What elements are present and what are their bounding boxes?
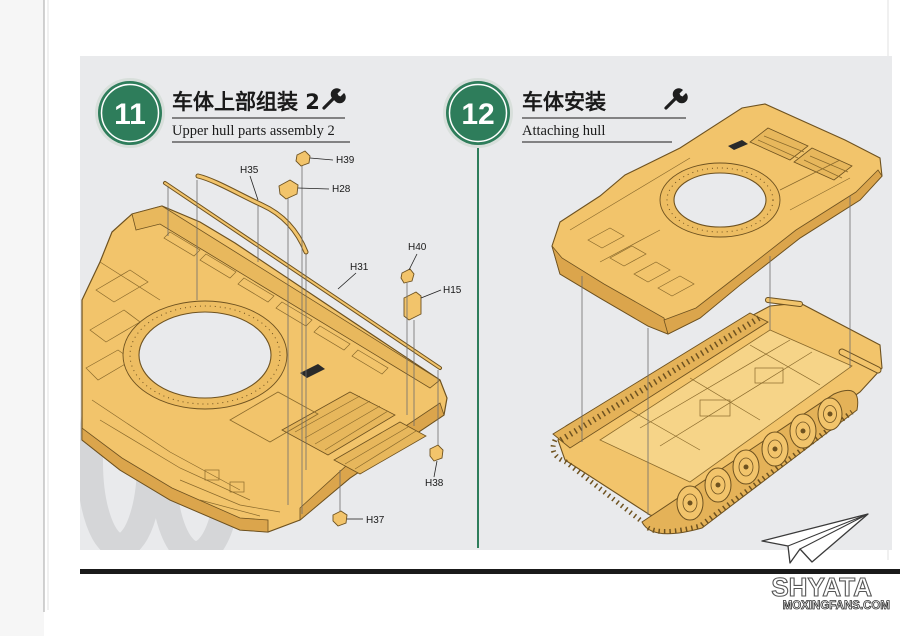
label-h31: H31 <box>350 262 369 273</box>
label-h40: H40 <box>408 242 427 253</box>
leader-h28 <box>297 187 330 190</box>
rear-hull-details <box>179 469 281 517</box>
part-h31-rail <box>163 181 442 370</box>
step-12-header: 12 车体安装 Attaching hull <box>443 78 688 548</box>
step-12-number: 12 <box>461 98 494 131</box>
label-h35: H35 <box>240 165 259 176</box>
part-h39 <box>295 150 311 167</box>
step-12-assembly-guides <box>581 196 851 515</box>
hull-front-glacis-details <box>85 261 251 501</box>
part-h40 <box>400 268 415 284</box>
badge-inner-ring <box>100 83 160 143</box>
site-watermark: SHYATA MOXINGFANS.COM <box>761 513 890 612</box>
step-12-lower-hull-drawing <box>550 297 883 535</box>
road-wheel <box>789 413 817 449</box>
badge-circle <box>98 81 162 145</box>
badge-circle <box>446 81 510 145</box>
badge-inner-ring <box>448 83 508 143</box>
far-track-links <box>559 315 761 443</box>
engine-grille-front <box>281 391 396 456</box>
upper-hull-side-fender <box>663 169 883 335</box>
lower-hull-floor-details <box>629 339 821 451</box>
turret-ring-bolts <box>129 305 281 405</box>
label-h37: H37 <box>366 515 385 526</box>
road-wheels <box>676 397 843 521</box>
step-11-assembly-guides <box>167 166 439 514</box>
part-h15 <box>403 291 422 321</box>
step-11-number-badge: 11 <box>95 78 165 148</box>
wrench-icon <box>664 88 688 110</box>
label-h15: H15 <box>443 285 462 296</box>
leader-h40 <box>408 253 418 271</box>
watermark-brand: SHYATA <box>771 572 872 602</box>
step-12-title: 车体安装 <box>522 90 606 114</box>
part-h35-pipe <box>195 173 309 255</box>
turret-ring-opening <box>673 172 767 228</box>
step-11-number: 11 <box>114 98 146 131</box>
upper-hull-front-details <box>569 157 695 297</box>
step-12-number-badge: 12 <box>443 78 513 148</box>
step-11-upper-hull-drawing <box>81 205 448 533</box>
leader-h39 <box>309 157 334 161</box>
label-h39: H39 <box>336 155 355 166</box>
hull-right-fender <box>131 205 441 389</box>
leader-h31 <box>337 272 357 290</box>
step-11-parts <box>163 150 444 527</box>
paper-plane-icon <box>761 513 869 564</box>
road-wheel <box>704 467 732 503</box>
engine-grille <box>793 147 853 181</box>
hull-left-side-skirt <box>81 427 269 533</box>
road-wheel <box>817 397 843 431</box>
exhaust-vent <box>728 140 748 150</box>
footer-rule <box>80 569 900 574</box>
label-h28: H28 <box>332 184 351 195</box>
engine-deck-panel <box>229 391 319 443</box>
engine-grille-rear <box>333 421 427 475</box>
road-wheel <box>676 485 704 521</box>
turret-ring-bolts <box>666 167 774 233</box>
leader-h15 <box>420 289 442 299</box>
leader-h38 <box>433 460 438 478</box>
road-wheel <box>761 431 789 467</box>
step-11-title: 车体上部组装 2 <box>172 90 320 114</box>
wrench-icon <box>322 88 346 110</box>
label-h38: H38 <box>425 478 444 489</box>
step-11-subtitle: Upper hull parts assembly 2 <box>172 123 335 139</box>
front-idler-track <box>550 438 642 522</box>
road-wheel <box>732 449 760 485</box>
watermark-site: MOXINGFANS.COM <box>783 600 890 612</box>
step-12-subtitle: Attaching hull <box>522 123 605 139</box>
leader-h35 <box>249 175 259 201</box>
step-12-upper-hull-drawing <box>551 103 883 335</box>
scan-margin <box>0 0 44 636</box>
front-tow-bar <box>765 297 803 307</box>
rear-tow-bar <box>838 348 882 374</box>
step-11-header: 11 车体上部组装 2 Upper hull parts assembly 2 <box>95 78 350 148</box>
turret-ring-opening <box>138 311 272 399</box>
step-11-part-labels: H35 H39 H28 H31 H40 H15 H38 H37 <box>240 155 462 526</box>
part-h37 <box>332 510 348 527</box>
part-h28 <box>278 179 299 200</box>
upper-hull-engine-deck <box>728 127 853 211</box>
